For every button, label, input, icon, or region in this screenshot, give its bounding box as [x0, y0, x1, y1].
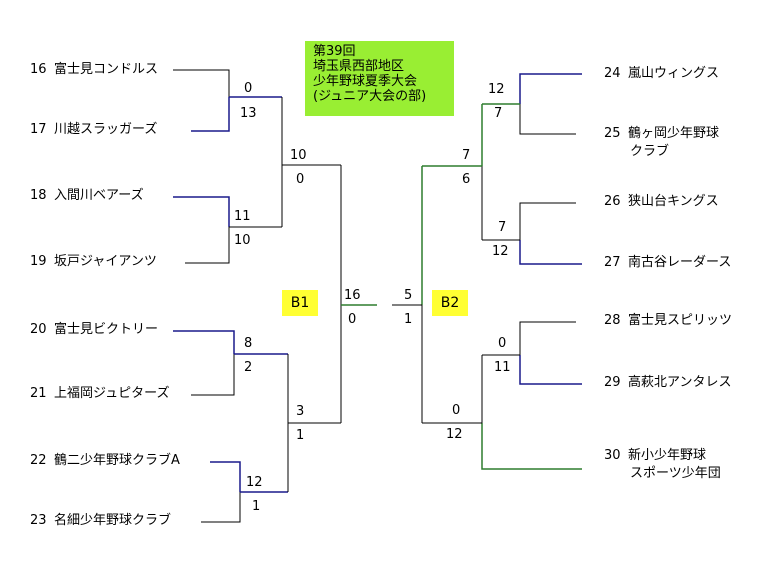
team-name: 坂戸ジャイアンツ	[54, 254, 157, 269]
match-score: 0	[348, 312, 357, 327]
team-number: 23	[30, 513, 47, 528]
team-number: 28	[604, 313, 621, 328]
team-entry: 30 新小少年野球	[604, 448, 706, 464]
team-number: 19	[30, 254, 47, 269]
match-score: 7	[498, 220, 507, 235]
match-score: 1	[404, 312, 413, 327]
team-entry: 21 上福岡ジュピターズ	[30, 386, 169, 402]
match-score: 7	[462, 148, 471, 163]
team-name: 富士見スピリッツ	[628, 313, 733, 328]
team-number: 16	[30, 62, 47, 77]
team-name: 高萩北アンタレス	[628, 375, 732, 390]
team-entry: 18 入間川ベアーズ	[30, 188, 144, 204]
team-number: 21	[30, 386, 47, 401]
match-score: 12	[446, 427, 463, 442]
title-line-3: 少年野球夏季大会	[313, 74, 418, 89]
match-score: 12	[492, 244, 509, 259]
match-score: 0	[296, 172, 305, 187]
match-score: 0	[498, 336, 507, 351]
team-entry: 19 坂戸ジャイアンツ	[30, 254, 157, 270]
block-label-b1: B1	[282, 290, 318, 316]
match-score: 1	[252, 499, 261, 514]
team-name: 富士見ビクトリー	[54, 322, 159, 337]
team-entry: 29 高萩北アンタレス	[604, 375, 731, 391]
team-entry: 20 富士見ビクトリー	[30, 322, 158, 338]
match-score: 8	[244, 336, 253, 351]
team-name: 南古谷レーダース	[628, 255, 732, 270]
match-score: 13	[240, 106, 257, 121]
team-name: 川越スラッガーズ	[54, 122, 158, 137]
match-score: 3	[296, 404, 305, 419]
team-name: 上福岡ジュピターズ	[54, 386, 170, 401]
match-score: 16	[344, 288, 361, 303]
team-number: 29	[604, 375, 621, 390]
match-score: 12	[488, 82, 505, 97]
team-name: 新小少年野球	[628, 448, 707, 463]
match-score: 6	[462, 172, 471, 187]
match-score: 10	[234, 233, 251, 248]
team-name-line-2: クラブ	[630, 144, 670, 159]
team-number: 25	[604, 126, 621, 141]
team-name: 鶴二少年野球クラブA	[54, 453, 180, 468]
match-score: 10	[290, 148, 307, 163]
team-name: 嵐山ウィングス	[628, 66, 720, 81]
team-number: 24	[604, 66, 621, 81]
title-line-4: (ジュニア大会の部)	[313, 89, 427, 104]
match-score: 5	[404, 288, 413, 303]
block-label-b2: B2	[432, 290, 468, 316]
team-number: 17	[30, 122, 47, 137]
match-score: 0	[452, 403, 461, 418]
team-entry: 27 南古谷レーダース	[604, 255, 731, 271]
team-entry: 28 富士見スピリッツ	[604, 313, 732, 329]
team-name: 名細少年野球クラブ	[54, 513, 172, 528]
match-score: 1	[296, 428, 305, 443]
team-entry: 16 富士見コンドルス	[30, 62, 158, 78]
team-entry: 25 鶴ヶ岡少年野球	[604, 126, 719, 142]
match-score: 11	[234, 209, 251, 224]
team-entry: 26 狭山台キングス	[604, 194, 719, 210]
team-name-line-2: スポーツ少年団	[630, 466, 721, 481]
team-number: 22	[30, 453, 47, 468]
team-name: 狭山台キングス	[628, 194, 719, 209]
team-entry: 24 嵐山ウィングス	[604, 66, 719, 82]
match-score: 12	[246, 475, 263, 490]
match-score: 11	[494, 360, 511, 375]
team-entry: 23 名細少年野球クラブ	[30, 513, 171, 529]
team-name: 富士見コンドルス	[54, 62, 159, 77]
team-entry: 17 川越スラッガーズ	[30, 122, 157, 138]
match-score: 2	[244, 360, 253, 375]
team-number: 20	[30, 322, 47, 337]
team-number: 27	[604, 255, 621, 270]
title-line-1: 第39回	[313, 44, 356, 59]
title-line-2: 埼玉県西部地区	[313, 59, 405, 74]
team-entry: 22 鶴二少年野球クラブA	[30, 453, 180, 469]
match-score: 0	[244, 81, 253, 96]
tournament-title-box: 第39回 埼玉県西部地区 少年野球夏季大会 (ジュニア大会の部)	[305, 41, 454, 116]
team-number: 18	[30, 188, 47, 203]
team-number: 30	[604, 448, 621, 463]
match-score: 7	[494, 106, 503, 121]
team-number: 26	[604, 194, 621, 209]
team-name: 鶴ヶ岡少年野球	[628, 126, 720, 141]
team-name: 入間川ベアーズ	[54, 188, 144, 203]
